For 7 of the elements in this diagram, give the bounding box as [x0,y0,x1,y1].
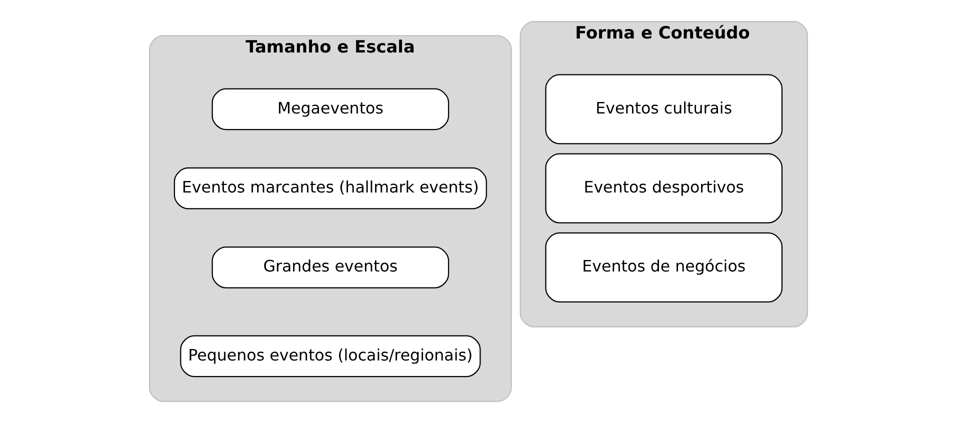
node-box: Eventos de negócios [545,232,783,302]
node-box: Grandes eventos [212,246,450,288]
node-box: Eventos culturais [545,74,783,144]
node-box: Pequenos eventos (locais/regionais) [180,335,481,378]
node-box: Eventos desportivos [545,153,783,224]
node-box: Megaeventos [212,88,450,130]
node-box: Eventos marcantes (hallmark events) [174,167,487,210]
